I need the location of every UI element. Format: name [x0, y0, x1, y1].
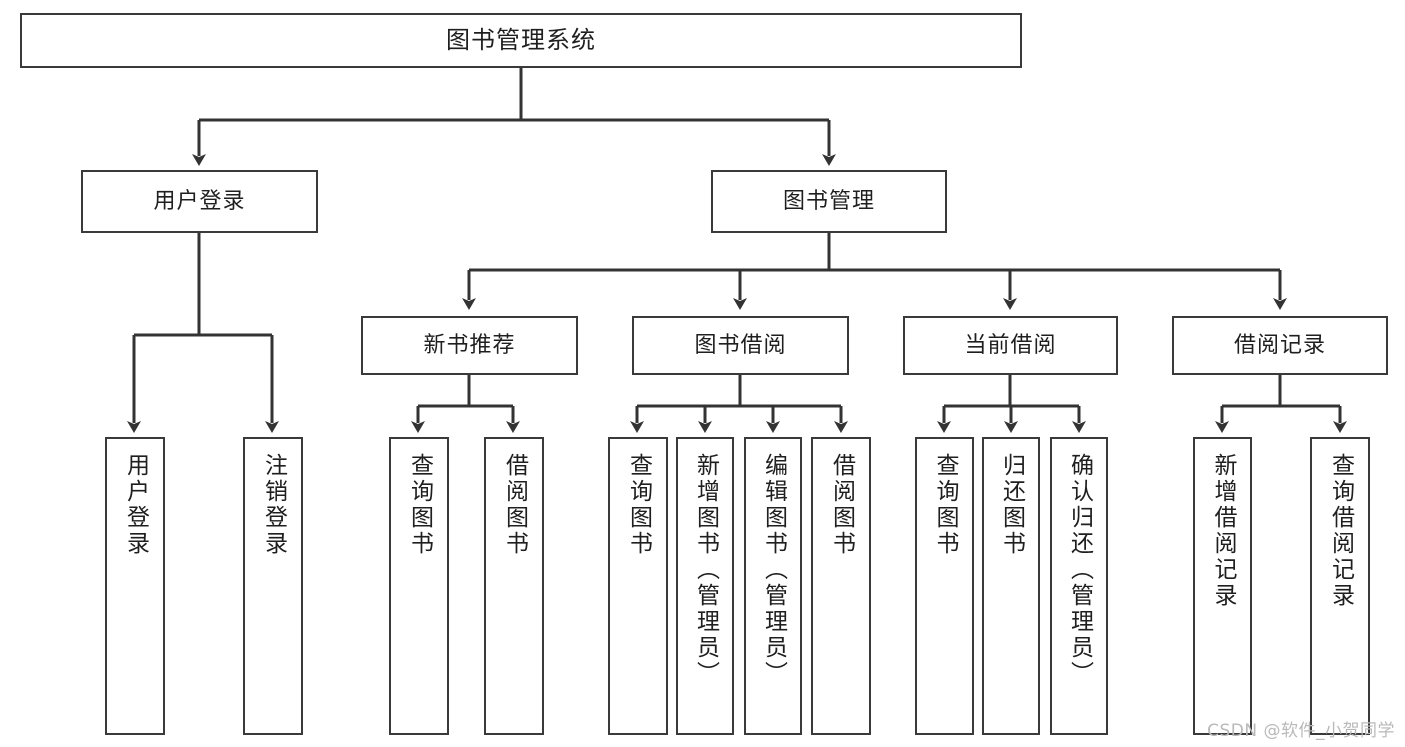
node-label: 用户登录: [122, 453, 149, 557]
node-label: 图书借阅: [694, 332, 787, 358]
leaf-add-borrow-record[interactable]: 新增借阅记录: [1193, 437, 1252, 735]
node-label: 借阅图书: [828, 453, 855, 557]
node-new-book-recommend[interactable]: 新书推荐: [361, 316, 578, 375]
node-label: 新增借阅记录: [1210, 453, 1236, 609]
node-label: 图书管理系统: [446, 26, 596, 55]
node-label: 查询图书: [625, 453, 652, 557]
node-label: 查询图书: [932, 453, 958, 557]
leaf-query-borrow-record[interactable]: 查询借阅记录: [1310, 437, 1370, 735]
node-book-management[interactable]: 图书管理: [711, 170, 947, 233]
node-label: 新书推荐: [423, 332, 516, 358]
node-label: 借阅记录: [1233, 332, 1326, 358]
leaf-borrow-book[interactable]: 借阅图书: [811, 437, 871, 735]
node-label: 编辑图书（管理员）: [760, 453, 787, 687]
node-label: 用户登录: [153, 188, 246, 214]
leaf-return-book[interactable]: 归还图书: [982, 437, 1040, 735]
leaf-query-book-borrow[interactable]: 查询图书: [608, 437, 668, 735]
node-label: 确认归还（管理员）: [1066, 453, 1093, 687]
node-label: 查询图书: [406, 453, 433, 557]
leaf-query-book-recommend[interactable]: 查询图书: [389, 437, 449, 735]
node-borrow-record[interactable]: 借阅记录: [1172, 316, 1388, 375]
node-label: 当前借阅: [964, 332, 1057, 358]
node-label: 新增图书（管理员）: [692, 453, 719, 687]
node-root[interactable]: 图书管理系统: [20, 13, 1022, 68]
leaf-confirm-return-admin[interactable]: 确认归还（管理员）: [1050, 437, 1108, 735]
node-label: 注销登录: [260, 453, 287, 557]
leaf-logout[interactable]: 注销登录: [243, 437, 303, 735]
node-current-borrow[interactable]: 当前借阅: [903, 316, 1118, 375]
watermark: CSDN @软件_小贺同学: [1207, 721, 1395, 741]
leaf-query-book-current[interactable]: 查询图书: [915, 437, 974, 735]
node-user-login[interactable]: 用户登录: [81, 170, 318, 233]
node-label: 查询借阅记录: [1327, 453, 1354, 609]
leaf-borrow-book-recommend[interactable]: 借阅图书: [484, 437, 544, 735]
leaf-add-book-admin[interactable]: 新增图书（管理员）: [676, 437, 734, 735]
leaf-edit-book-admin[interactable]: 编辑图书（管理员）: [744, 437, 802, 735]
node-label: 图书管理: [782, 188, 875, 214]
node-label: 借阅图书: [501, 453, 528, 557]
node-book-borrow[interactable]: 图书借阅: [632, 316, 849, 375]
node-label: 归还图书: [998, 453, 1025, 557]
leaf-user-login[interactable]: 用户登录: [105, 437, 165, 735]
